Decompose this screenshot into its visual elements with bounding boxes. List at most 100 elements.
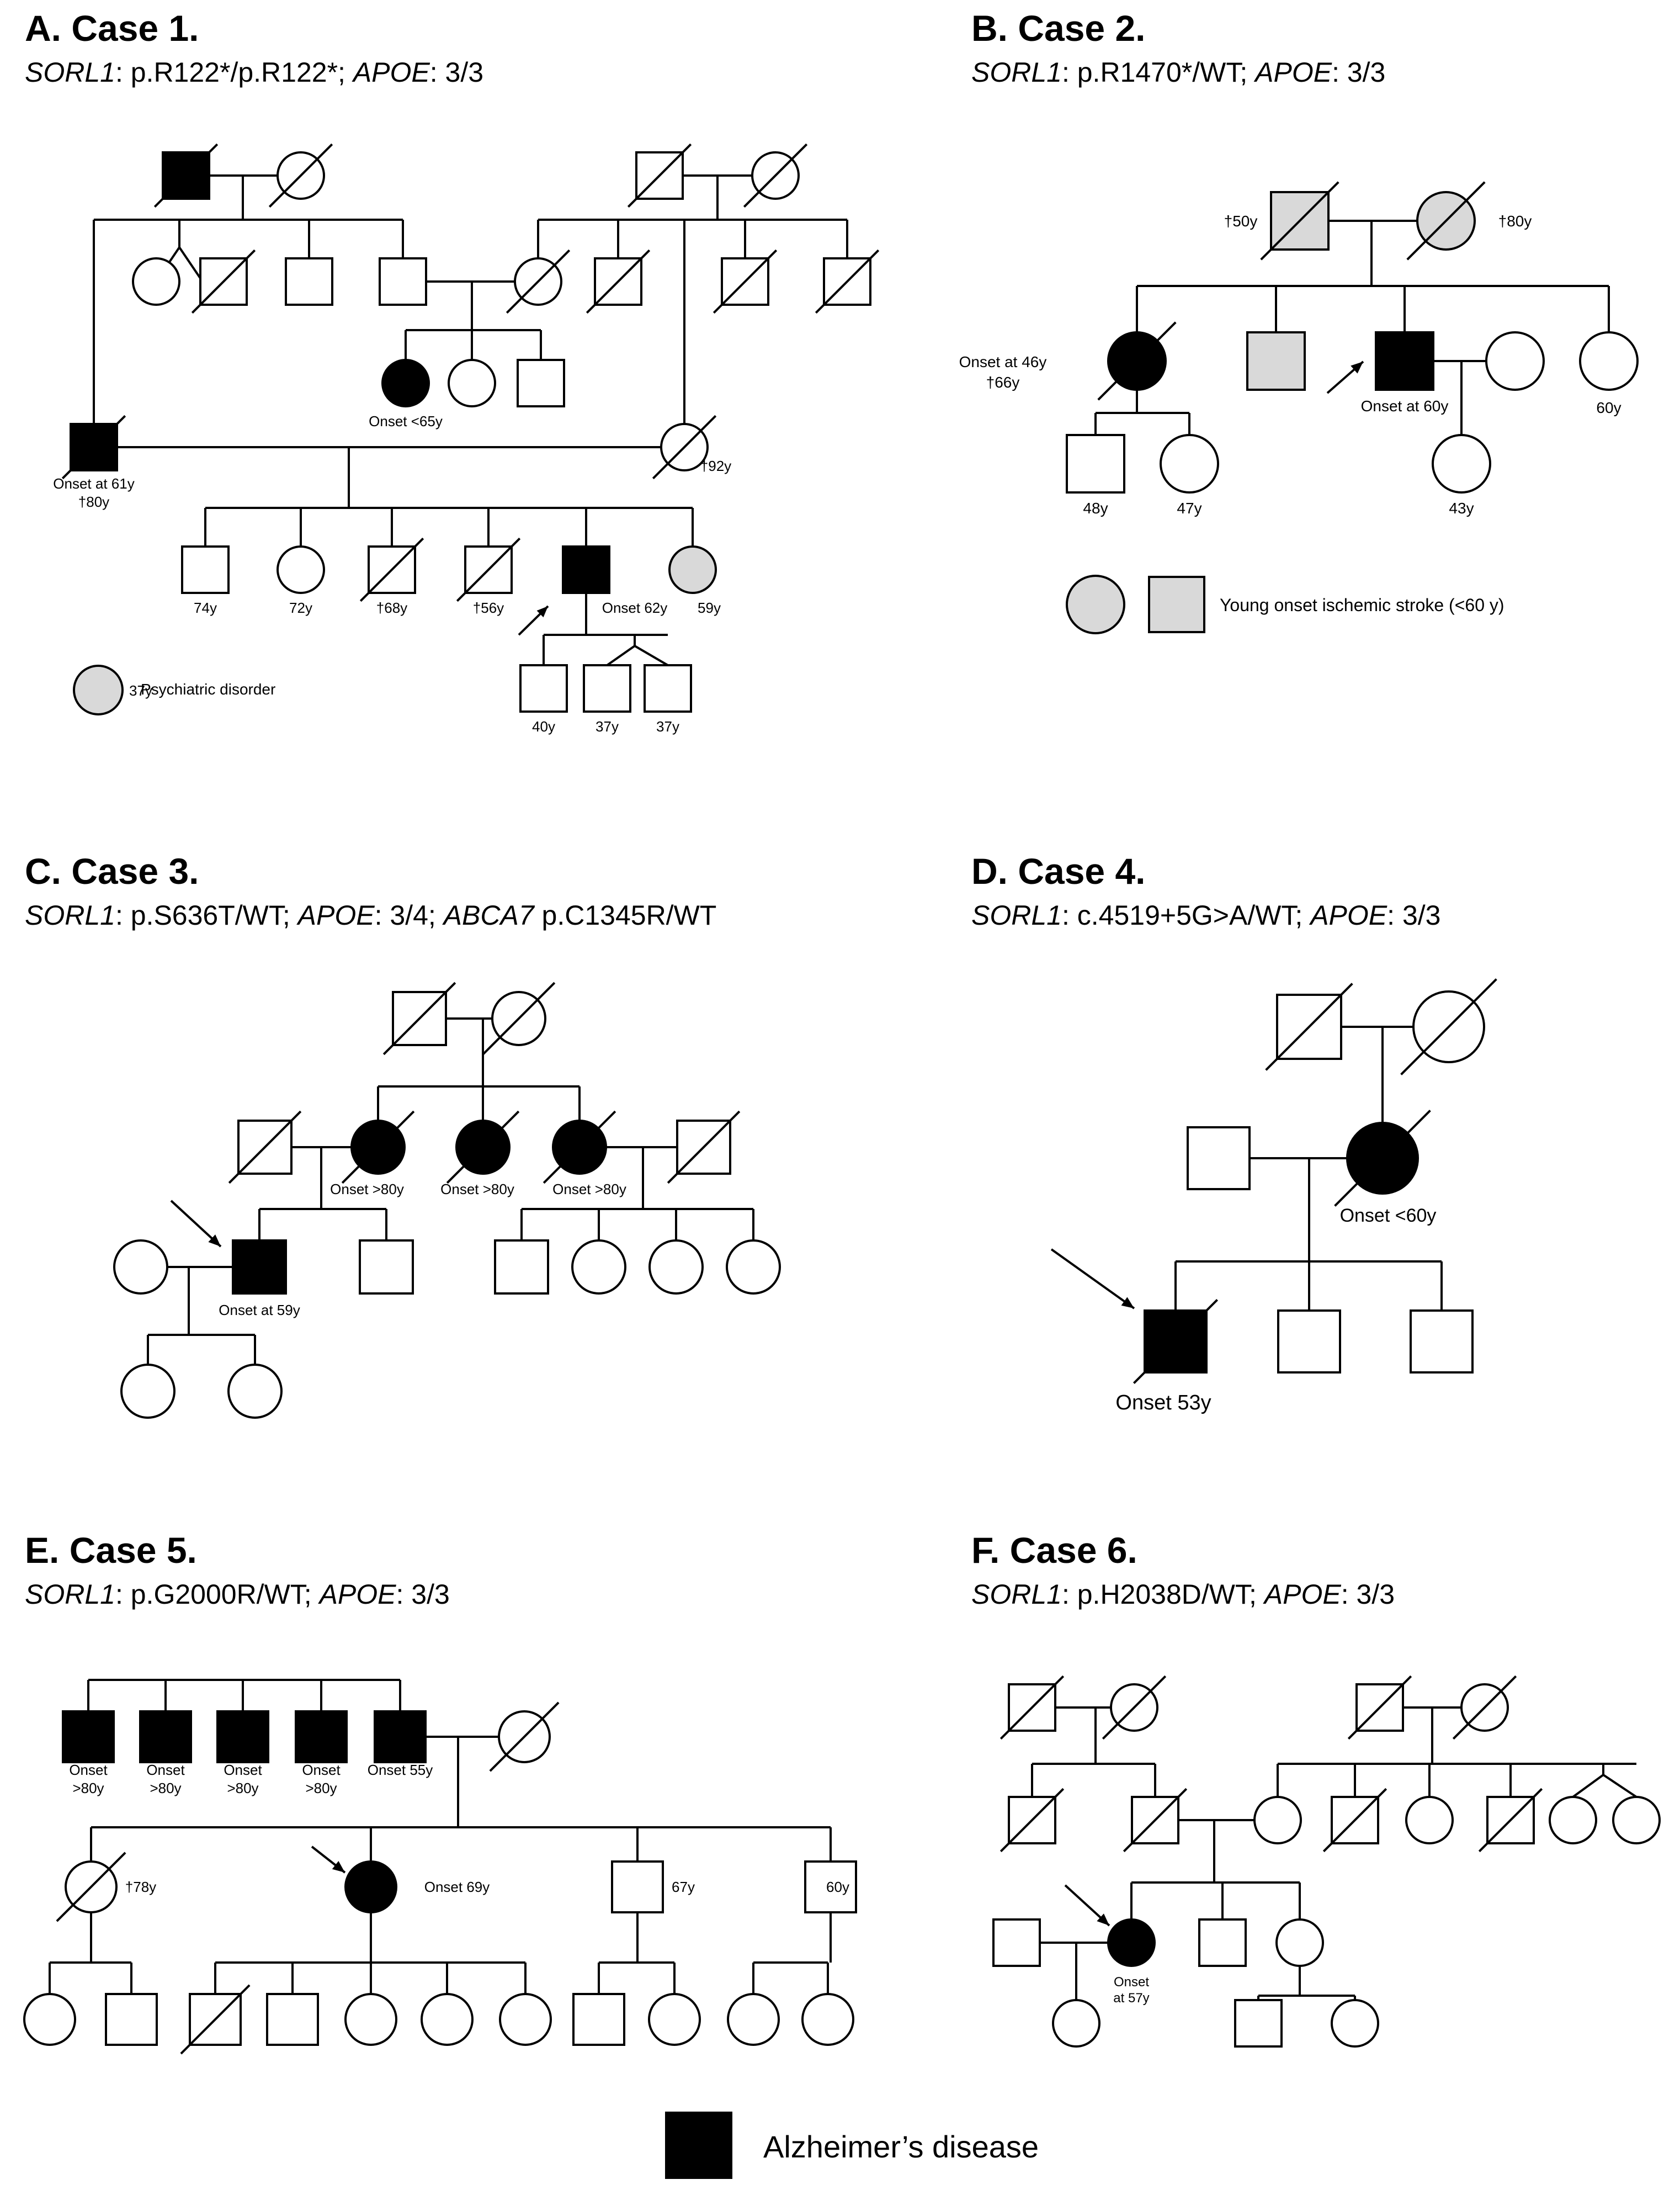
male-symbol [379,257,427,306]
pedigree-line [634,645,669,666]
male-symbol [359,1239,414,1295]
age-onset-label: Onset [69,1762,108,1778]
panel-c-title: C. Case 3. [25,851,199,892]
age-onset-label: Onset at 59y [219,1302,300,1318]
proband-arrowhead [332,1861,345,1873]
deceased-mark [268,143,333,208]
female-symbol [1579,331,1639,391]
female-symbol [1253,1796,1302,1844]
male-symbol [562,545,610,594]
proband-arrow [1050,1248,1135,1309]
panel-b-heading: B. Case 2. SORL1: p.R1470*/WT; APOE: 3/3 [971,10,1385,86]
deceased-mark [586,249,651,314]
deceased-mark [1133,1298,1219,1385]
age-onset-label: Onset 55y [368,1762,433,1778]
age-onset-label: 67y [672,1879,695,1895]
deceased-mark [506,249,571,314]
female-symbol [668,545,717,594]
male-symbol [517,359,565,407]
deceased-mark [382,982,456,1056]
female-symbol [132,257,180,306]
age-onset-label: 37y [596,718,619,735]
age-onset-label: 47y [1177,500,1201,517]
age-onset-label: Onset <60y [1340,1205,1437,1226]
panel-f-heading: F. Case 6. SORL1: p.H2038D/WT; APOE: 3/3 [971,1532,1395,1608]
deceased-mark [713,249,778,314]
age-onset-label: Onset at 46y [959,353,1047,370]
deceased-mark [446,1110,520,1184]
age-onset-label: †56y [473,600,504,616]
female-symbol [277,545,325,594]
female-symbol [344,1860,397,1913]
age-onset-label: Onset at 61y [53,475,134,492]
age-onset-label: †66y [986,374,1020,391]
deceased-mark [1260,181,1339,261]
panel-e-subtitle: SORL1: p.G2000R/WT; APOE: 3/3 [25,1579,450,1610]
panel-f-subtitle: SORL1: p.H2038D/WT; APOE: 3/3 [971,1579,1395,1610]
panel-b-subtitle: SORL1: p.R1470*/WT; APOE: 3/3 [971,57,1386,88]
deceased-mark [1406,181,1486,261]
deceased-mark [1097,321,1177,401]
deceased-mark [489,1701,560,1772]
panel-e-heading: E. Case 5. SORL1: p.G2000R/WT; APOE: 3/3 [25,1532,450,1608]
age-onset-label: Onset at 60y [1361,397,1449,415]
female-symbol [1160,434,1219,494]
female-symbol [1432,434,1491,494]
female-symbol [381,359,430,407]
panel-b-title: B. Case 2. [971,8,1146,49]
female-symbol [1405,1796,1454,1844]
male-symbol [1198,1918,1247,1967]
stroke-legend-circle [1066,575,1125,634]
age-onset-label: Onset >80y [330,1181,404,1197]
deceased-mark [61,415,126,480]
female-symbol [1275,1918,1324,1967]
deceased-mark [1265,983,1353,1071]
panel-d-title: D. Case 4. [971,851,1146,892]
deceased-mark [1123,1788,1188,1853]
age-onset-label: 60y [826,1879,849,1895]
male-symbol [62,1710,115,1763]
deceased-mark [153,143,219,208]
proband-arrowhead [1121,1297,1134,1308]
female-symbol [1107,1918,1156,1967]
deceased-mark [1000,1675,1065,1740]
female-symbol [1612,1796,1661,1844]
female-symbol [1549,1796,1597,1844]
panel-a-subtitle: SORL1: p.R122*/p.R122*; APOE: 3/3 [25,57,484,88]
age-onset-label: Onset 53y [1115,1391,1211,1414]
proband-arrowhead [536,606,548,618]
male-symbol [992,1918,1041,1967]
deceased-mark [652,415,717,480]
female-symbol [1331,1999,1379,2048]
age-onset-label: at 57y [1113,1991,1149,2006]
female-symbol [344,1993,397,2046]
age-onset-label: Onset [146,1762,185,1778]
deceased-mark [456,537,521,602]
female-symbol [727,1993,780,2046]
male-symbol [611,1860,664,1913]
stroke-legend-square [1148,576,1205,633]
male-symbol [644,664,692,713]
female-symbol [120,1364,176,1419]
pedigree-line [606,645,636,666]
male-symbol [181,545,230,594]
male-symbol [1277,1309,1341,1374]
age-onset-label: †80y [1498,213,1532,230]
age-onset-label: 59y [698,600,721,616]
deceased-mark [341,1110,415,1184]
deceased-mark [1400,978,1497,1075]
age-onset-label: >80y [72,1780,104,1796]
female-symbol [448,359,496,407]
deceased-mark [180,1984,251,2055]
male-symbol [572,1993,625,2046]
age-onset-label: Onset 69y [424,1879,490,1895]
age-onset-label: 60y [1596,399,1621,416]
male-symbol [1246,331,1306,391]
panel-c-heading: C. Case 3. SORL1: p.S636T/WT; APOE: 3/4;… [25,853,716,929]
age-onset-label: 43y [1449,500,1474,517]
female-symbol [648,1239,704,1295]
proband-arrowhead [1351,362,1363,374]
panel-d-subtitle: SORL1: c.4519+5G>A/WT; APOE: 3/3 [971,900,1441,931]
deceased-mark [1334,1110,1431,1207]
